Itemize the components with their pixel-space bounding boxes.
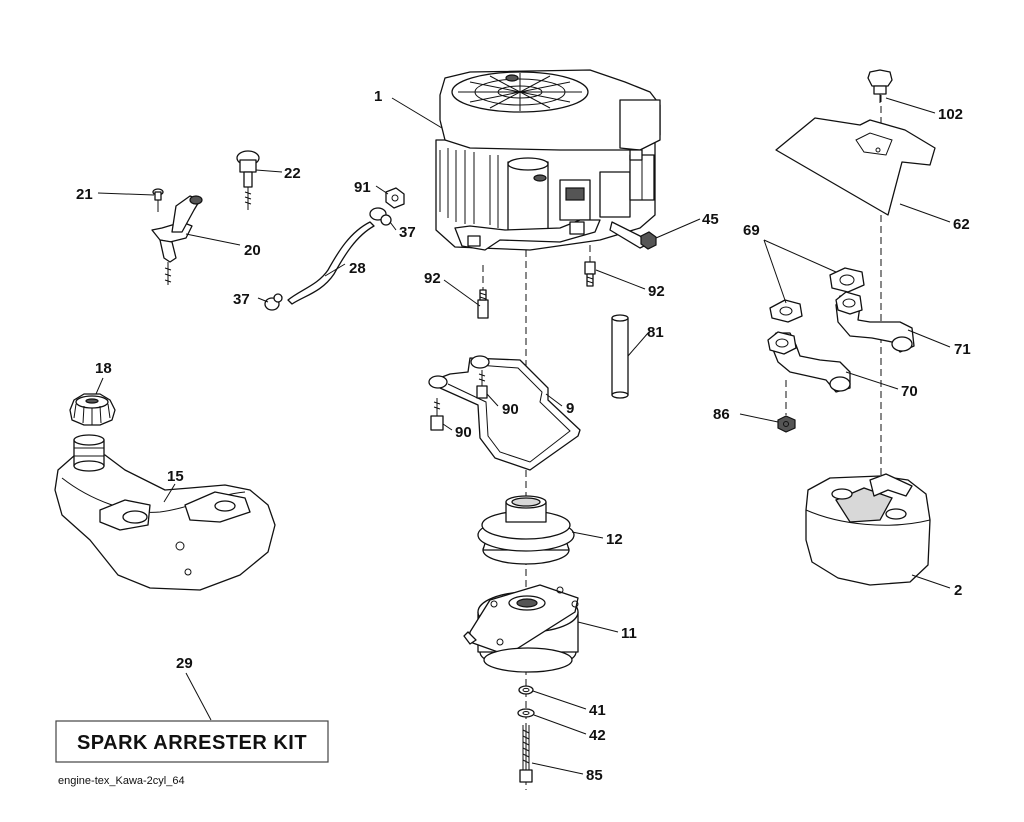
part-42-washer [517,708,535,718]
callout-28: 28 [349,260,366,277]
leader-lines [95,97,951,775]
part-45-hex-nut [640,231,657,250]
callout-11: 11 [621,625,637,642]
callout-69: 69 [743,222,760,239]
part-85-bolt [519,725,533,783]
part-37-hose-clamp-upper [369,207,392,226]
part-12-pulley [477,495,575,565]
part-21-screw [152,188,164,212]
part-69-gasket-upper [829,267,865,293]
part-37-hose-clamp-lower [264,293,283,311]
part-91-nut [385,187,405,209]
callout-labels: 1 22 21 20 91 37 28 37 45 92 92 102 62 6… [76,88,971,784]
callout-45: 45 [702,211,719,228]
callout-2: 2 [954,582,962,599]
part-70-exhaust-pipe-left [767,331,851,393]
callout-41: 41 [589,702,606,719]
callout-1: 1 [374,88,382,105]
part-28-fuel-line [287,221,375,305]
callout-37-upper: 37 [399,224,416,241]
diagram-id-footer: engine-tex_Kawa-2cyl_64 [58,775,185,787]
part-86-nut [777,415,796,433]
part-71-exhaust-pipe-right [835,291,915,353]
part-62-heat-shield [775,117,936,216]
callout-102: 102 [938,106,963,123]
callout-92-right: 92 [648,283,665,300]
part-69-gasket-lower [769,299,803,323]
callout-20: 20 [244,242,261,259]
part-18-fuel-cap [69,393,116,426]
part-92-bolt-left [477,289,489,319]
callout-81: 81 [647,324,664,341]
callout-90-upper: 90 [502,401,519,418]
callout-71: 71 [954,341,971,358]
callout-85: 85 [586,767,603,784]
callout-21: 21 [76,186,93,203]
part-11-electric-clutch [463,584,579,673]
kit-label: SPARK ARRESTER KIT [77,732,307,754]
callout-15: 15 [167,468,184,485]
part-15-fuel-tank [54,434,276,591]
callout-62: 62 [953,216,970,233]
part-2-muffler [805,473,931,586]
callout-37-lower: 37 [233,291,250,308]
engine [435,69,661,251]
callout-92-left: 92 [424,270,441,287]
callout-91: 91 [354,179,371,196]
part-41-washer [518,685,534,695]
callout-29: 29 [176,655,193,672]
part-81-pin [611,314,629,399]
part-90-bolt-lower [430,398,444,431]
part-92-bolt-right [584,261,596,287]
part-102-knob [867,69,893,103]
callout-9: 9 [566,400,574,417]
callout-22: 22 [284,165,301,182]
spark-arrester-kit-box: SPARK ARRESTER KIT [55,720,329,763]
part-22-choke-knob [236,150,260,210]
callout-18: 18 [95,360,112,377]
callout-90-lower: 90 [455,424,472,441]
part-20-throttle-control [151,195,203,285]
callout-12: 12 [606,531,623,548]
part-90-bolt-upper [476,370,488,399]
callout-42: 42 [589,727,606,744]
part-9-bracket [428,355,581,471]
callout-70: 70 [901,383,918,400]
callout-86: 86 [713,406,730,423]
